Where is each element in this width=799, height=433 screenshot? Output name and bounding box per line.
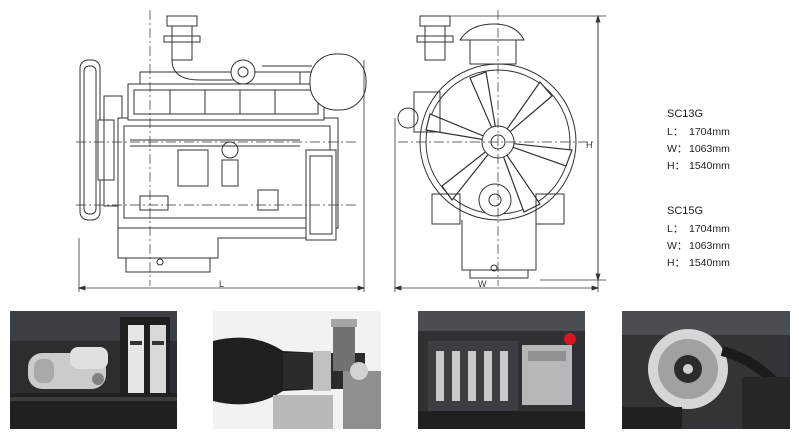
engine-front-view [397,10,594,286]
spec-height-row: H： 1540mm [667,158,730,175]
spec-block-sc13g: SC13G L： 1704mm W： 1063mm H： 1540mm [667,106,730,175]
length-dimension-label: L [219,279,225,289]
spec-value: 1540mm [689,257,730,269]
component-photo-strip [0,311,799,429]
spec-width-row: W： 1063mm [667,238,730,255]
length-dimension-line [77,60,366,292]
spec-key: L： [667,126,684,138]
spec-value: 1063mm [689,143,730,155]
spec-key: W： [667,240,688,252]
alternator-photo [622,311,790,429]
height-dimension-label: H [586,140,593,150]
spec-length-row: L： 1704mm [667,221,730,238]
starter-motor-photo [10,311,177,429]
engine-side-view [76,10,367,286]
spec-key: W： [667,143,688,155]
fuel-injection-pump-photo [418,311,585,429]
model-name: SC15G [667,205,704,217]
spec-key: H： [667,257,686,269]
model-name: SC13G [667,108,704,120]
width-dimension-label: W [478,279,487,289]
spec-block-sc15g: SC15G L： 1704mm W： 1063mm H： 1540mm [667,203,730,272]
spec-length-row: L： 1704mm [667,124,730,141]
height-dimension-line [444,14,606,282]
spec-width-row: W： 1063mm [667,141,730,158]
spec-value: 1704mm [689,223,730,235]
spec-height-row: H： 1540mm [667,255,730,272]
spec-value: 1540mm [689,160,730,172]
spec-value: 1063mm [689,240,730,252]
engine-dimension-drawing [76,10,606,292]
spec-key: H： [667,160,686,172]
spec-key: L： [667,223,684,235]
spec-value: 1704mm [689,126,730,138]
turbocharger-intake-photo [213,311,381,429]
